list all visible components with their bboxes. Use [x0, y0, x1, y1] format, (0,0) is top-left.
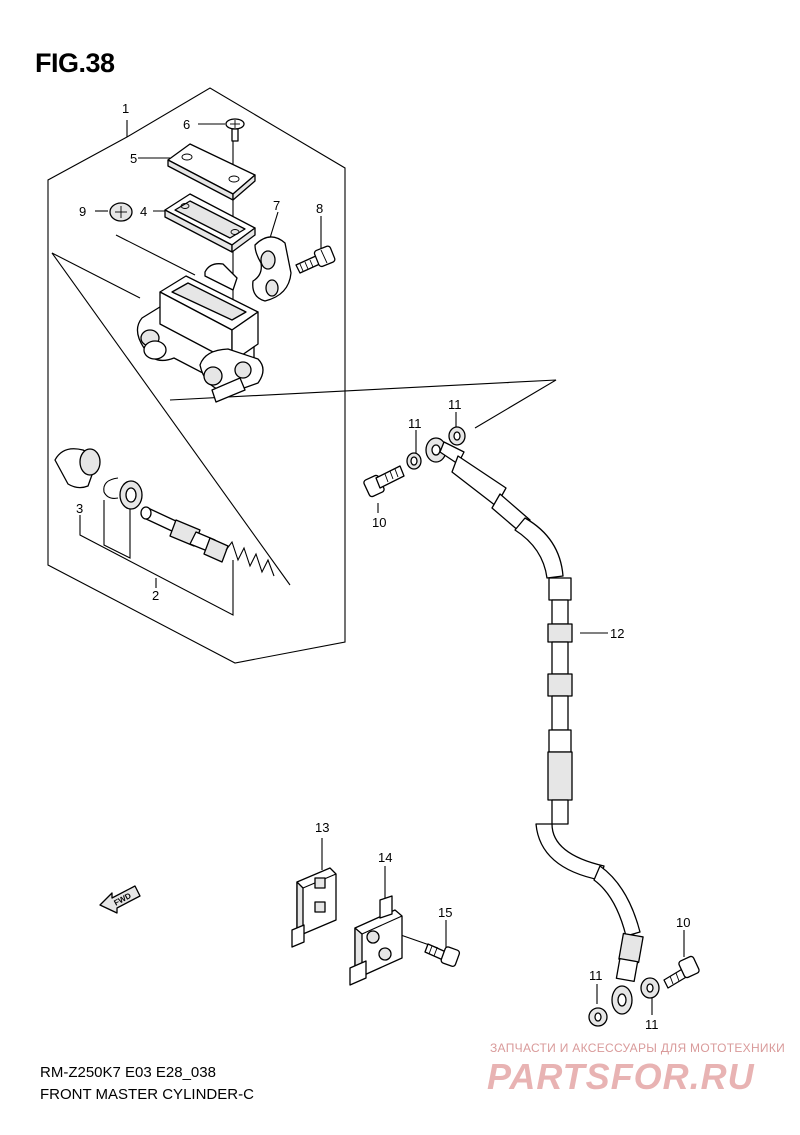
- callout-11-top-right: 11: [448, 397, 462, 412]
- watermark-subtitle: ЗАПЧАСТИ И АКСЕССУАРЫ ДЛЯ МОТОТЕХНИКИ: [490, 1041, 786, 1055]
- callout-10-bottom: 10: [676, 915, 690, 930]
- hose-clamp-part: [291, 867, 337, 948]
- callout-9: 9: [79, 204, 86, 219]
- callout-5: 5: [130, 151, 137, 166]
- callout-11-bottom-left: 11: [589, 968, 603, 983]
- callout-11-top-left: 11: [408, 416, 422, 431]
- cap-screw-part: [225, 118, 245, 142]
- guide-bolt-part: [424, 943, 461, 967]
- callout-14: 14: [378, 850, 392, 865]
- callout-8: 8: [316, 201, 323, 216]
- leader-lines: [51, 123, 685, 1015]
- callout-10-top: 10: [372, 515, 386, 530]
- callout-labels: 1 6 5 9 4 7 8 3 2 11 11 10 12 13 14 15 1…: [76, 101, 690, 1032]
- circlip-part: [103, 477, 119, 499]
- seal-washer-bottom-b-part: [640, 977, 660, 999]
- callout-2: 2: [152, 588, 159, 603]
- callout-1: 1: [122, 101, 129, 116]
- union-bolt-top-part: [363, 465, 405, 498]
- holder-bolt-part: [295, 245, 336, 274]
- hose-guide-part: [349, 895, 403, 986]
- seal-washer-top-b-part: [448, 426, 466, 446]
- callout-3: 3: [76, 501, 83, 516]
- piston-washer-part: [119, 480, 143, 510]
- callout-11-bottom-right: 11: [645, 1017, 659, 1032]
- seal-washer-bottom-a-part: [588, 1007, 608, 1027]
- master-cylinder-body: [136, 263, 264, 403]
- callout-12: 12: [610, 626, 624, 641]
- callout-13: 13: [315, 820, 329, 835]
- holder-clamp-part: [252, 236, 292, 302]
- callout-6: 6: [183, 117, 190, 132]
- diaphragm-plate-part: [164, 193, 256, 253]
- watermark-logo: PARTSFOR.RU: [487, 1056, 755, 1097]
- model-code: RM-Z250K7 E03 E28_038: [40, 1064, 216, 1081]
- reservoir-cap-part: [167, 143, 256, 201]
- seal-washer-top-a-part: [406, 452, 422, 470]
- assembly-outline: [47, 87, 346, 664]
- brake-hose-part: [425, 437, 644, 1015]
- union-bolt-bottom-part: [663, 955, 700, 989]
- callout-7: 7: [273, 198, 280, 213]
- callout-15: 15: [438, 905, 452, 920]
- piston-set-part: [140, 506, 275, 577]
- callout-4: 4: [140, 204, 147, 219]
- figure-title: FIG.38: [35, 48, 115, 78]
- dust-boot-part: [54, 448, 101, 489]
- fwd-direction-marker: FWD: [99, 885, 141, 914]
- sight-window-part: [109, 202, 133, 222]
- section-name: FRONT MASTER CYLINDER-C: [40, 1086, 254, 1103]
